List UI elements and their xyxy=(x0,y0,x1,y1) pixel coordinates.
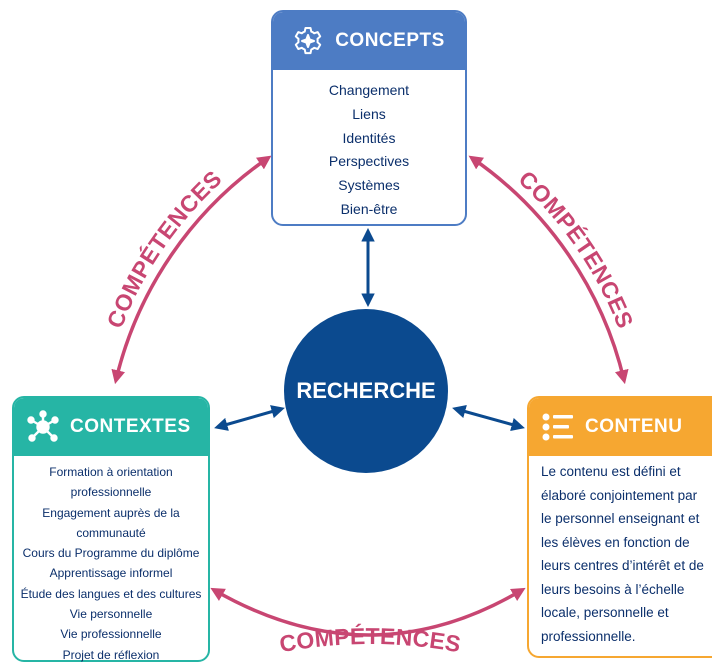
network-icon xyxy=(27,410,59,442)
competences-arc-bottom xyxy=(210,587,526,637)
gear-icon xyxy=(295,27,322,55)
contextes-title: CONTEXTES xyxy=(70,416,191,437)
list-item: Systèmes xyxy=(338,177,400,194)
concepts-list: Changement Liens Identités Perspectives … xyxy=(273,79,465,222)
competences-arc-right xyxy=(468,155,629,385)
contenu-box: CONTENU Le contenu est défini et élaboré… xyxy=(527,396,712,658)
list-icon xyxy=(542,413,573,441)
concepts-header: CONCEPTS xyxy=(273,12,465,70)
list-item: Engagement auprès de la xyxy=(42,505,180,520)
contextes-box: CONTEXTES Formation à orientation profes… xyxy=(12,396,210,662)
contenu-title: CONTENU xyxy=(585,416,683,437)
list-item: Perspectives xyxy=(328,153,410,170)
list-item: Vie professionnelle xyxy=(60,627,162,642)
contextes-list: Formation à orientation professionnelle … xyxy=(14,462,208,665)
recherche-label: RECHERCHE xyxy=(296,378,436,403)
list-item: Vie personnelle xyxy=(69,607,153,622)
contenu-header: CONTENU xyxy=(529,398,712,456)
list-item: Projet de réflexion xyxy=(62,647,160,662)
list-item: Liens xyxy=(352,105,386,122)
competences-label-bottom: COMPÉTENCES xyxy=(277,622,462,657)
list-item: Formation à orientation xyxy=(49,465,173,479)
list-item: Étude des langues et des cultures xyxy=(20,586,202,601)
list-item: Identités xyxy=(342,129,396,146)
concepts-box: CONCEPTS Changement Liens Identités Pers… xyxy=(271,10,467,226)
contenu-description: Le contenu est défini et élaboré conjoin… xyxy=(541,464,704,644)
list-item: professionnelle xyxy=(70,485,152,500)
recherche-circle: RECHERCHE xyxy=(284,309,448,473)
arrow-contenu-recherche xyxy=(452,405,525,431)
list-item: Apprentissage informel xyxy=(49,566,173,581)
competences-label-right: COMPÉTENCES xyxy=(514,166,639,332)
competences-label-left: COMPÉTENCES xyxy=(101,165,226,331)
competences-arc-left xyxy=(111,155,272,385)
list-item: Bien-être xyxy=(340,200,398,217)
arrow-contextes-recherche xyxy=(214,405,285,431)
concepts-title: CONCEPTS xyxy=(335,30,445,51)
contextes-header: CONTEXTES xyxy=(14,398,208,456)
list-item: communauté xyxy=(76,525,146,540)
list-item: Changement xyxy=(328,82,410,98)
list-item: Cours du Programme du diplôme xyxy=(22,546,200,561)
